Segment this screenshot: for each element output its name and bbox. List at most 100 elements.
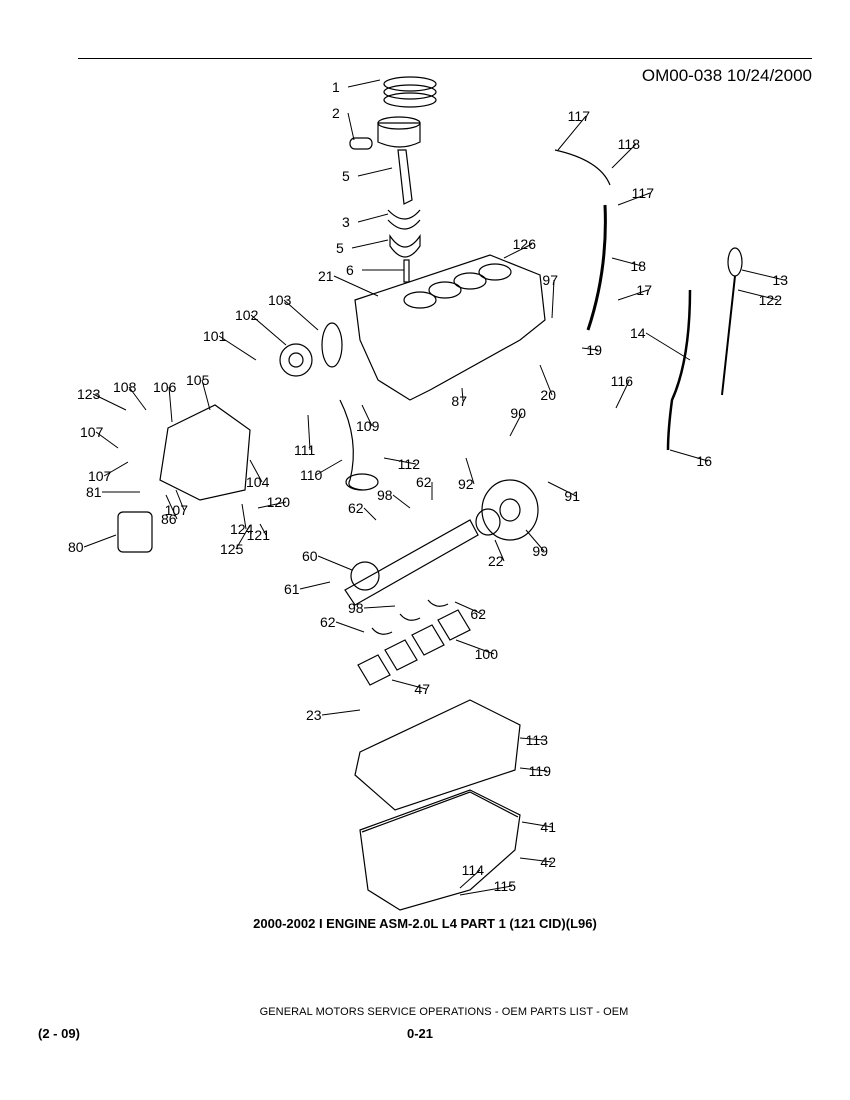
callout-label: 107 — [165, 502, 189, 518]
callout-label: 102 — [235, 307, 259, 323]
oil-pan-rim — [361, 791, 519, 833]
callout-leader — [361, 404, 373, 427]
callout-label: 3 — [342, 214, 350, 230]
callout-leader — [335, 621, 365, 633]
main-bearing — [399, 613, 421, 621]
callout-leader — [218, 335, 257, 361]
callout-label: 17 — [636, 282, 652, 298]
gasket-ring — [321, 322, 343, 368]
callout-label: 60 — [302, 548, 318, 564]
main-bearing — [427, 599, 449, 607]
callout-label: 61 — [284, 581, 300, 597]
callout-leader — [168, 386, 173, 423]
callout-label: 87 — [451, 393, 467, 409]
oil-filter — [117, 511, 153, 553]
callout-leader — [333, 275, 379, 297]
callout-label: 62 — [320, 614, 336, 630]
callout-leader — [175, 489, 185, 511]
callout-label: 101 — [203, 328, 227, 344]
diagram-caption: 2000-2002 I ENGINE ASM-2.0L L4 PART 1 (1… — [253, 916, 597, 931]
callout-label: 99 — [532, 543, 548, 559]
callout-label: 23 — [306, 707, 322, 723]
callout-leader — [103, 461, 129, 477]
callout-leader — [539, 364, 553, 396]
callout-label: 91 — [564, 488, 580, 504]
cylinder-bore — [478, 263, 512, 281]
callout-leader — [241, 503, 247, 530]
callout-leader — [521, 821, 553, 828]
callout-label: 62 — [348, 500, 364, 516]
callout-label: 108 — [113, 379, 137, 395]
callout-label: 90 — [510, 405, 526, 421]
callout-label: 13 — [772, 272, 788, 288]
reluctor-hub — [499, 498, 521, 522]
callout-leader — [519, 857, 553, 863]
callout-label: 100 — [475, 646, 499, 662]
callout-label: 105 — [186, 372, 210, 388]
callout-label: 98 — [348, 600, 364, 616]
water-pump-hub — [288, 352, 304, 368]
callout-leader — [525, 529, 545, 552]
callout-label: 41 — [540, 819, 556, 835]
callout-label: 109 — [356, 418, 380, 434]
callout-leader — [250, 314, 287, 346]
callout-leader — [235, 524, 251, 550]
callout-label: 121 — [247, 527, 271, 543]
callout-label: 125 — [220, 541, 244, 557]
footer-title: GENERAL MOTORS SERVICE OPERATIONS - OEM … — [259, 1006, 629, 1018]
callout-leader — [391, 679, 427, 690]
callout-label: 62 — [470, 606, 486, 622]
callout-label: 104 — [246, 474, 270, 490]
callout-label: 92 — [458, 476, 474, 492]
engine-parts-illustration — [117, 76, 743, 911]
callout-label: 117 — [632, 185, 655, 201]
callout-label: 21 — [318, 268, 334, 284]
main-cap — [437, 609, 471, 641]
callout-label: 123 — [77, 386, 101, 402]
callout-leader — [357, 167, 393, 177]
callout-label: 118 — [618, 136, 641, 152]
callout-leader — [494, 539, 505, 562]
callout-label: 112 — [398, 456, 421, 472]
callout-leader — [611, 257, 643, 267]
callout-label: 16 — [696, 453, 712, 469]
callout-label: 107 — [88, 468, 112, 484]
callout-label: 2 — [332, 105, 340, 121]
piston-pin — [349, 137, 373, 150]
piston-top — [377, 116, 421, 130]
callout-leader — [581, 347, 599, 351]
callout-label: 20 — [540, 387, 556, 403]
callout-label: 47 — [414, 681, 430, 697]
callout-leader — [519, 767, 548, 772]
callout-label: 42 — [540, 854, 556, 870]
front-cover — [159, 404, 251, 501]
callout-leader — [351, 239, 389, 249]
callout-leader — [615, 380, 630, 409]
callout-leader — [557, 115, 587, 151]
connecting-rod — [397, 149, 413, 205]
callout-leader — [363, 605, 396, 609]
oil-fill-tube — [586, 204, 607, 331]
callout-leader — [617, 192, 651, 206]
callout-leader — [92, 393, 127, 411]
callout-leader — [455, 639, 495, 655]
callout-leader — [347, 79, 381, 88]
main-bearing — [371, 627, 393, 635]
cylinder-bore — [403, 291, 437, 309]
rod-cap — [389, 234, 421, 258]
crank-sprocket — [350, 561, 380, 591]
callout-leader — [617, 289, 649, 301]
callout-leader — [201, 379, 211, 411]
callout-label: 107 — [80, 424, 104, 440]
callout-leader — [383, 457, 417, 465]
callout-leader — [741, 269, 785, 281]
pcv-hose — [554, 149, 611, 186]
callout-label: 14 — [630, 325, 646, 341]
callout-leader — [454, 601, 483, 615]
rod-bearing — [387, 219, 421, 230]
header-rule — [78, 58, 812, 59]
oil-pan — [359, 789, 521, 911]
callout-leaders — [83, 79, 785, 896]
callout-leader — [669, 449, 709, 462]
